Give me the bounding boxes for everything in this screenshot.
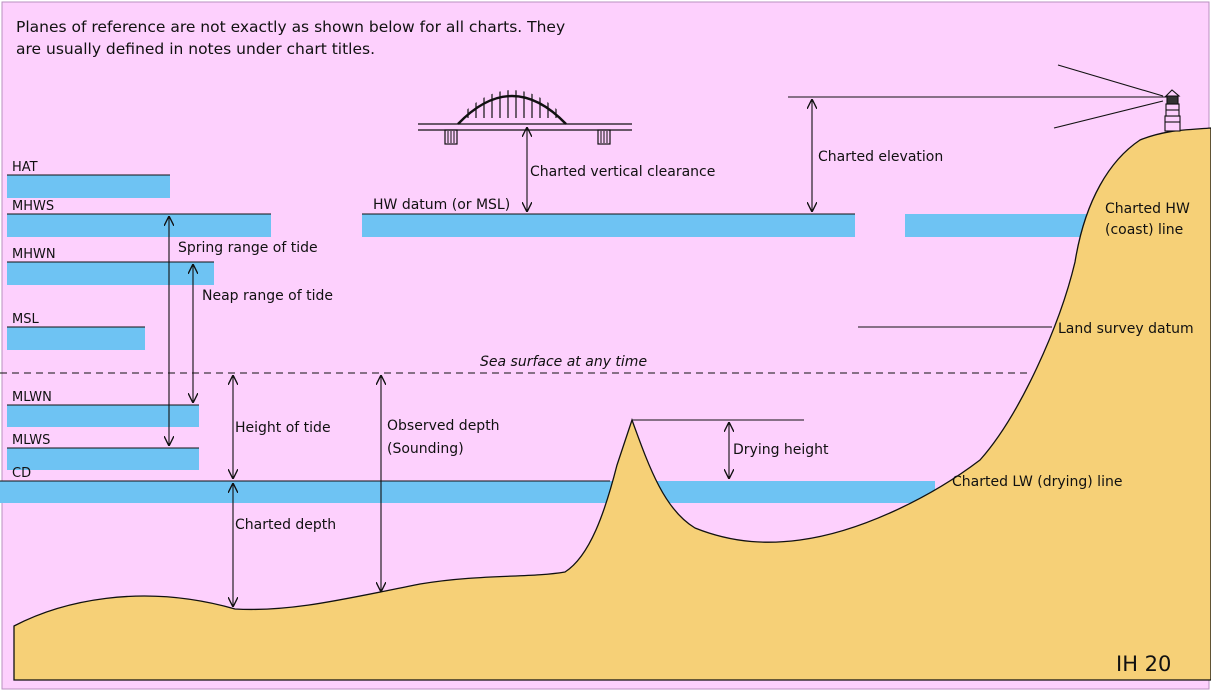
seabed: [13, 127, 1211, 681]
hw-datum-bar: [362, 214, 855, 237]
mhwn-bar: [7, 262, 214, 285]
msl-bar: [7, 327, 145, 350]
vertical-clearance-label: Charted vertical clearance: [530, 164, 715, 180]
height-of-tide-label: Height of tide: [235, 420, 331, 436]
mhws-bar: [7, 214, 271, 237]
charted-lw-line-label: Charted LW (drying) line: [952, 474, 1122, 490]
mhws-label: MHWS: [12, 199, 54, 214]
hw-datum-label: HW datum (or MSL): [373, 197, 510, 213]
sea-surface-label: Sea surface at any time: [480, 354, 647, 370]
observed-depth-label-line2: (Sounding): [387, 441, 464, 457]
mlwn-label: MLWN: [12, 390, 52, 405]
neap-range-label: Neap range of tide: [202, 288, 333, 304]
hat-bar: [7, 175, 170, 198]
msl-label: MSL: [12, 312, 39, 327]
reference-note: Planes of reference are not exactly as s…: [16, 18, 566, 58]
charted-hw-label-line1: Charted HW: [1105, 201, 1190, 217]
hw-datum-bar-right: [905, 214, 1090, 237]
charted-hw-label-line2: (coast) line: [1105, 222, 1183, 238]
charted-elevation-label: Charted elevation: [818, 149, 943, 165]
lighthouse-icon: [1053, 64, 1181, 132]
observed-depth-label-line1: Observed depth: [387, 418, 500, 434]
charted-depth-label: Charted depth: [235, 517, 336, 533]
mhwn-label: MHWN: [12, 247, 56, 262]
hat-label: HAT: [12, 160, 38, 175]
mlws-label: MLWS: [12, 433, 50, 448]
mlwn-bar: [7, 405, 199, 427]
dimension-arrows: [169, 99, 812, 607]
cd-label: CD: [12, 466, 31, 481]
mlws-bar: [7, 448, 199, 470]
spring-range-label: Spring range of tide: [178, 240, 318, 256]
cd-bar: [0, 481, 935, 503]
land-survey-datum-label: Land survey datum: [1058, 321, 1194, 337]
figure-code: IH 20: [1116, 652, 1171, 676]
drying-height-label: Drying height: [733, 442, 829, 458]
